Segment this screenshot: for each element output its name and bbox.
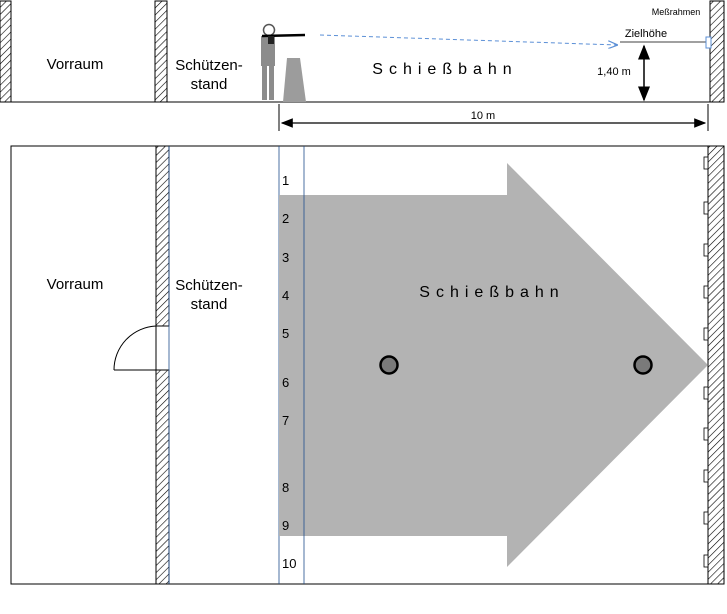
target-holder-8 — [703, 469, 709, 483]
stand-wall — [154, 0, 168, 103]
lane-numbers: 1 2 3 4 5 6 7 8 9 10 — [282, 173, 296, 571]
target-holder-5 — [703, 327, 709, 341]
lane-number-1: 1 — [282, 173, 289, 188]
shooting-table — [283, 58, 306, 102]
top-wall-upper — [155, 145, 170, 327]
distance-value: 10 m — [471, 110, 495, 122]
target-holder-2 — [703, 201, 709, 215]
side-stand-label-2: stand — [191, 76, 228, 93]
shooter-icon — [261, 23, 306, 100]
top-wall-lower — [155, 369, 170, 585]
target-holder-1 — [703, 156, 709, 170]
top-vorraum-label: Vorraum — [47, 276, 104, 293]
target-holder-3 — [703, 243, 709, 257]
target-holder-7 — [703, 427, 709, 441]
door — [113, 325, 157, 371]
target-holder-9 — [703, 511, 709, 525]
top-bahn-label: Schießbahn — [419, 284, 564, 301]
target-holders — [703, 156, 709, 568]
side-vorraum-label: Vorraum — [47, 56, 104, 73]
top-stand-label-1: Schützen- — [175, 277, 243, 294]
lane-number-5: 5 — [282, 326, 289, 341]
height-value: 1,40 m — [597, 66, 631, 78]
lane-number-7: 7 — [282, 413, 289, 428]
direction-arrow — [279, 163, 708, 567]
target-holder-10 — [703, 554, 709, 568]
top-view: Vorraum Schützen- stand Schießbahn 1 2 3 4 5… — [10, 145, 725, 585]
side-bahn-label: Schießbahn — [372, 61, 517, 78]
lane-number-3: 3 — [282, 250, 289, 265]
top-back-wall — [707, 145, 725, 585]
marker-circle-right — [633, 355, 653, 375]
lane-number-6: 6 — [282, 375, 289, 390]
target-holder-4 — [703, 285, 709, 299]
target-holder-6 — [703, 386, 709, 400]
target-frame — [705, 36, 712, 49]
side-view: Vorraum Schützen- stand Schießbahn Meßra… — [0, 0, 725, 131]
left-wall — [0, 0, 12, 103]
lane-number-10: 10 — [282, 556, 296, 571]
side-stand-label-1: Schützen- — [175, 57, 243, 74]
lane-number-8: 8 — [282, 480, 289, 495]
lane-number-2: 2 — [282, 211, 289, 226]
sight-line — [319, 34, 617, 45]
lane-number-9: 9 — [282, 518, 289, 533]
zielhoehe-label: Zielhöhe — [625, 28, 667, 40]
marker-circle-left — [379, 355, 399, 375]
lane-number-4: 4 — [282, 288, 289, 303]
messrahmen-label: Meßrahmen — [652, 7, 701, 17]
top-stand-label-2: stand — [191, 296, 228, 313]
back-wall — [709, 0, 725, 103]
